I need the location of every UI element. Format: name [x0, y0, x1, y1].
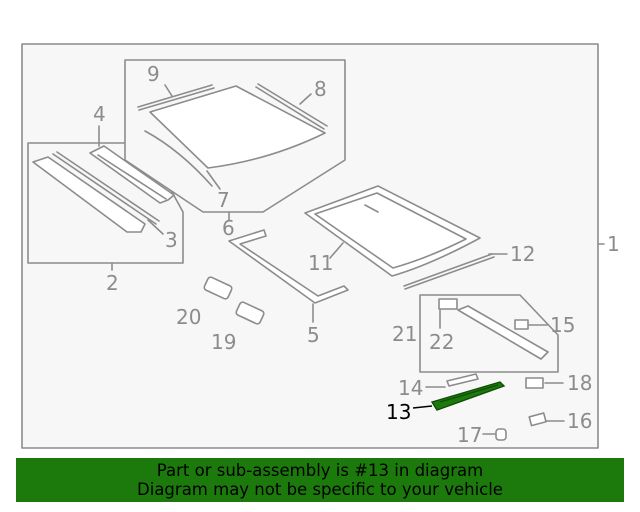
- banner-line-part: Part or sub-assembly is #13 in diagram: [156, 461, 484, 480]
- part-19-clip: [235, 301, 265, 325]
- callout-8: 8: [314, 77, 327, 101]
- leader-8: [299, 93, 312, 105]
- callout-15: 15: [550, 313, 575, 337]
- part-9-molding: [137, 84, 213, 108]
- info-banner: Part or sub-assembly is #13 in diagram D…: [16, 458, 624, 502]
- part-8-molding: [257, 83, 328, 127]
- callout-20: 20: [176, 305, 201, 329]
- callout-22: 22: [429, 330, 454, 354]
- callout-6: 6: [222, 216, 235, 240]
- callout-19: 19: [211, 330, 236, 354]
- part-22-rail: [457, 305, 549, 360]
- callout-16: 16: [567, 409, 592, 433]
- callout-14: 14: [398, 376, 423, 400]
- part-3-strip: [52, 153, 157, 225]
- part-5-frame: [228, 229, 349, 304]
- callout-2: 2: [106, 271, 119, 295]
- callout-1: 1: [607, 232, 620, 256]
- part-13-highlighted: [430, 381, 506, 411]
- callout-4: 4: [93, 102, 106, 126]
- part-15-clip: [514, 319, 529, 330]
- part-16-clip: [528, 412, 547, 427]
- callout-9: 9: [147, 62, 160, 86]
- leader-11b: [364, 204, 379, 213]
- part-14-rail: [446, 373, 479, 387]
- group-21-box: [419, 294, 559, 373]
- parts-diagram: 1 2 3 4 5 6 7 8 9 11 12 13 14 15 16 17 1…: [21, 43, 620, 449]
- part-18-bracket: [525, 377, 544, 389]
- callout-7: 7: [217, 188, 230, 212]
- leader-11: [329, 242, 344, 259]
- part-20-clip: [203, 276, 233, 300]
- callout-17: 17: [457, 423, 482, 447]
- part-17-cap: [495, 428, 507, 441]
- part-4-rail: [89, 145, 175, 204]
- callout-5: 5: [307, 323, 320, 347]
- callout-12: 12: [510, 242, 535, 266]
- callout-13: 13: [386, 400, 411, 424]
- callout-3: 3: [165, 228, 178, 252]
- part-12-weatherstrip: [403, 253, 493, 287]
- callout-11: 11: [308, 251, 333, 275]
- callout-18: 18: [567, 371, 592, 395]
- leader-3: [147, 219, 164, 235]
- leader-7: [206, 170, 221, 190]
- leader-9: [164, 84, 173, 97]
- banner-line-disclaimer: Diagram may not be specific to your vehi…: [137, 480, 503, 499]
- leader-13: [412, 405, 433, 409]
- part-2-panel: [32, 156, 146, 233]
- part-22-bracket: [438, 298, 458, 310]
- part-7-molding: [144, 130, 213, 187]
- part-7-glass-panel: [149, 85, 326, 169]
- callout-21: 21: [392, 322, 417, 346]
